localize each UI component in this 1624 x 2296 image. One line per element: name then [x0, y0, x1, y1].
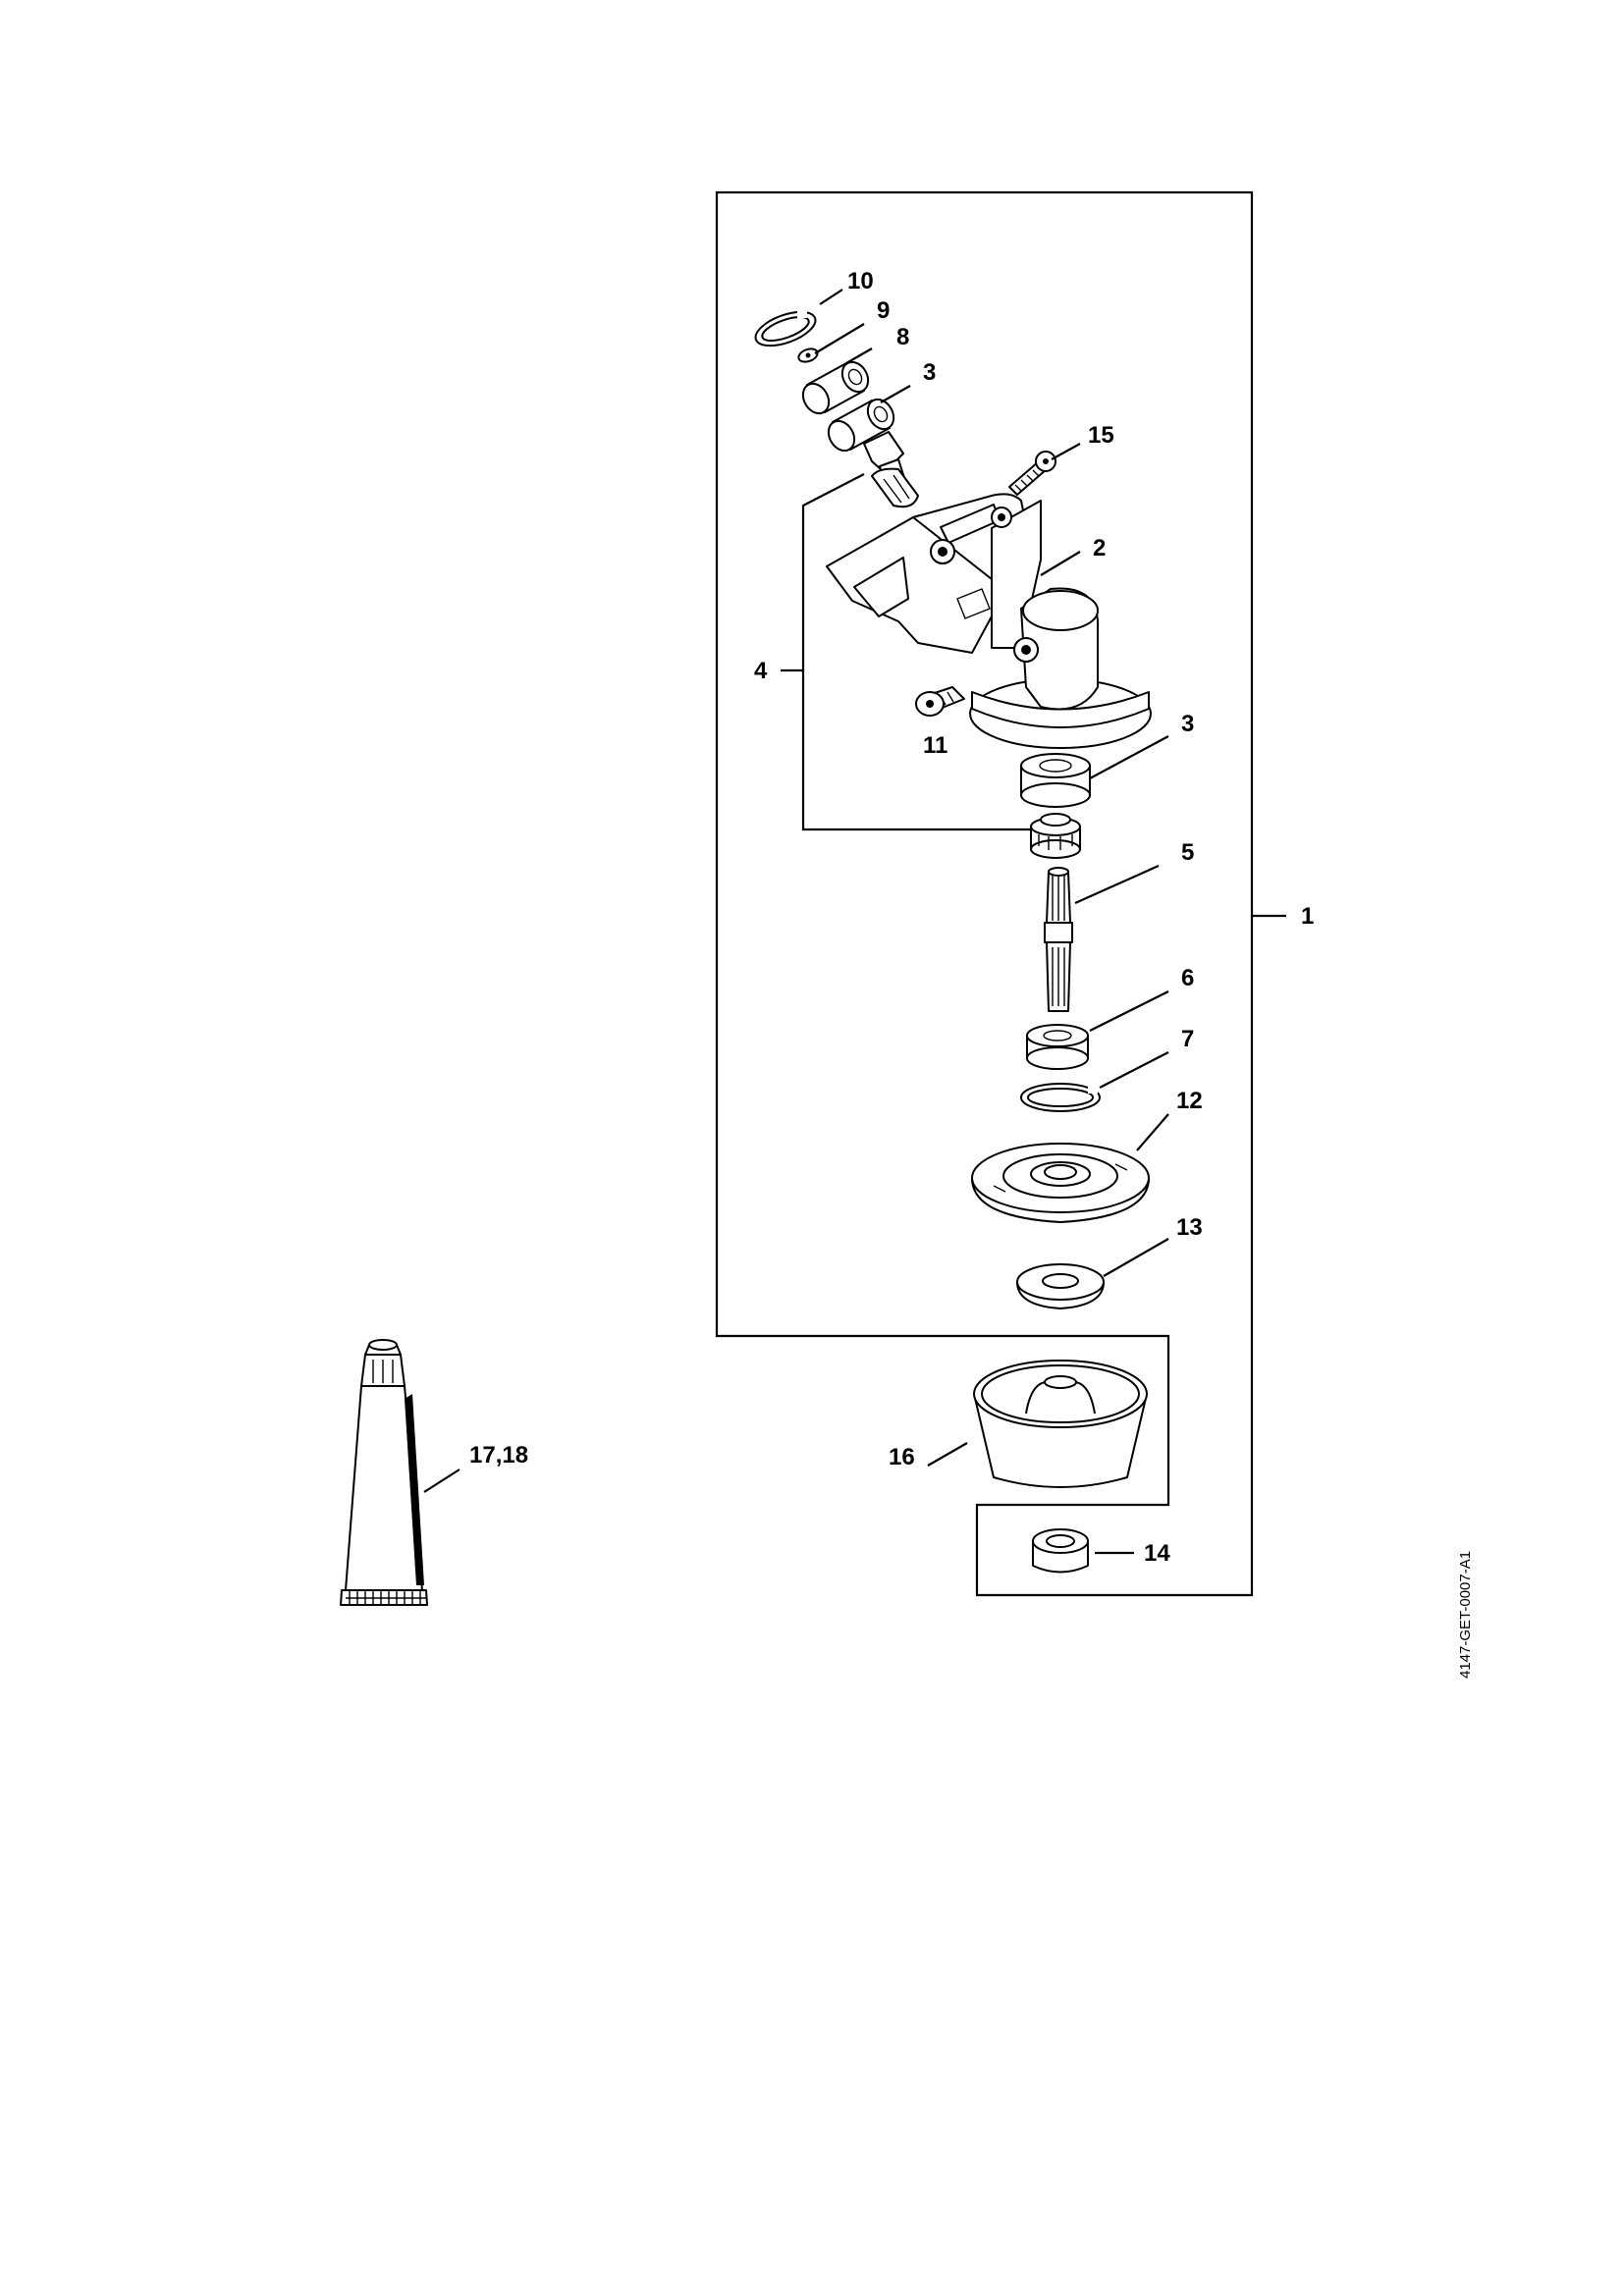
bevel-pinion-icon	[863, 431, 919, 508]
callout-15: 15	[1088, 422, 1114, 449]
ball-bearing-icon	[801, 360, 870, 415]
callout-8: 8	[896, 324, 909, 350]
callout-16: 16	[889, 1444, 915, 1470]
ball-bearing-icon	[1020, 753, 1091, 808]
spur-gear-icon	[1030, 813, 1081, 859]
retaining-ring-icon	[754, 310, 817, 347]
callout-11: 11	[923, 732, 947, 759]
callout-12: 12	[1176, 1088, 1203, 1114]
spline-shaft-icon	[1044, 867, 1073, 1012]
callout-1: 1	[1301, 903, 1314, 930]
ball-bearing-icon	[827, 398, 895, 453]
drawing-reference-code: 4147-GET-0007-A1	[1457, 1551, 1474, 1679]
callout-9: 9	[877, 297, 890, 324]
callout-10: 10	[847, 268, 874, 294]
ball-bearing-icon	[1026, 1024, 1089, 1070]
circlip-icon	[1020, 1083, 1101, 1112]
plug-icon	[915, 686, 965, 717]
callout-5: 5	[1181, 839, 1194, 866]
screw-icon	[1008, 451, 1056, 496]
assembly-bracket-1	[715, 190, 1254, 1597]
grease-tube-icon	[340, 1339, 428, 1606]
callout-2: 2	[1093, 535, 1106, 561]
lock-washer-icon	[797, 347, 819, 363]
thrust-plate-icon	[971, 1143, 1150, 1223]
callout-17-18: 17,18	[469, 1442, 528, 1468]
callout-6: 6	[1181, 965, 1194, 991]
gear-housing-icon	[826, 493, 1152, 749]
leader-lines	[423, 289, 1286, 1555]
callout-4: 4	[754, 658, 768, 684]
mowing-head-nut-icon	[1032, 1528, 1089, 1574]
assembly-bracket-4	[801, 473, 1031, 831]
rider-plate-icon	[973, 1360, 1148, 1488]
callout-7: 7	[1181, 1026, 1194, 1052]
callout-13: 13	[1176, 1214, 1203, 1241]
callout-3-upper: 3	[923, 359, 936, 386]
thrust-washer-icon	[1016, 1263, 1105, 1309]
callout-14: 14	[1144, 1540, 1170, 1567]
callout-3-lower: 3	[1181, 711, 1194, 737]
